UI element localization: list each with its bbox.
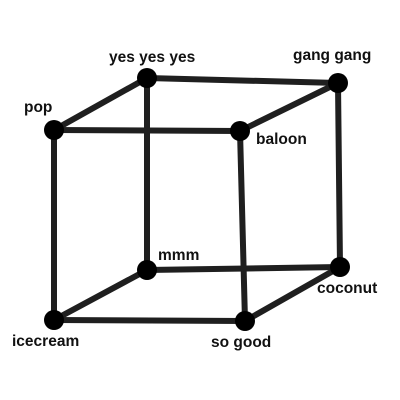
node-label-baloon: baloon	[256, 131, 307, 148]
nodes-layer	[44, 68, 350, 331]
edge-baloon-so-good	[237, 128, 248, 324]
node-yes-yes-yes	[137, 68, 157, 88]
edge-coconut-so-good	[242, 264, 343, 324]
node-pop	[44, 120, 64, 140]
edge-gang-gang-coconut	[335, 80, 343, 270]
node-label-coconut: coconut	[317, 280, 377, 297]
node-mmm	[137, 260, 157, 280]
edge-yes-yes-yes-gang-gang	[144, 75, 341, 86]
node-label-mmm: mmm	[158, 247, 199, 264]
edges-layer	[51, 75, 343, 324]
node-label-gang-gang: gang gang	[293, 47, 371, 64]
edge-so-good-icecream	[51, 317, 248, 324]
node-label-pop: pop	[24, 99, 52, 116]
node-so-good	[235, 311, 255, 331]
node-coconut	[330, 257, 350, 277]
edge-icecream-mmm	[51, 267, 150, 323]
labels-layer: pop yes yes yes gang gang baloon mmm coc…	[12, 47, 377, 351]
edge-gang-gang-baloon	[237, 80, 341, 134]
node-icecream	[44, 310, 64, 330]
node-gang-gang	[328, 73, 348, 93]
node-label-yes-yes-yes: yes yes yes	[109, 49, 195, 66]
node-label-icecream: icecream	[12, 333, 79, 350]
edge-pop-yes-yes-yes	[51, 75, 150, 133]
node-label-so-good: so good	[211, 334, 271, 351]
node-baloon	[230, 121, 250, 141]
